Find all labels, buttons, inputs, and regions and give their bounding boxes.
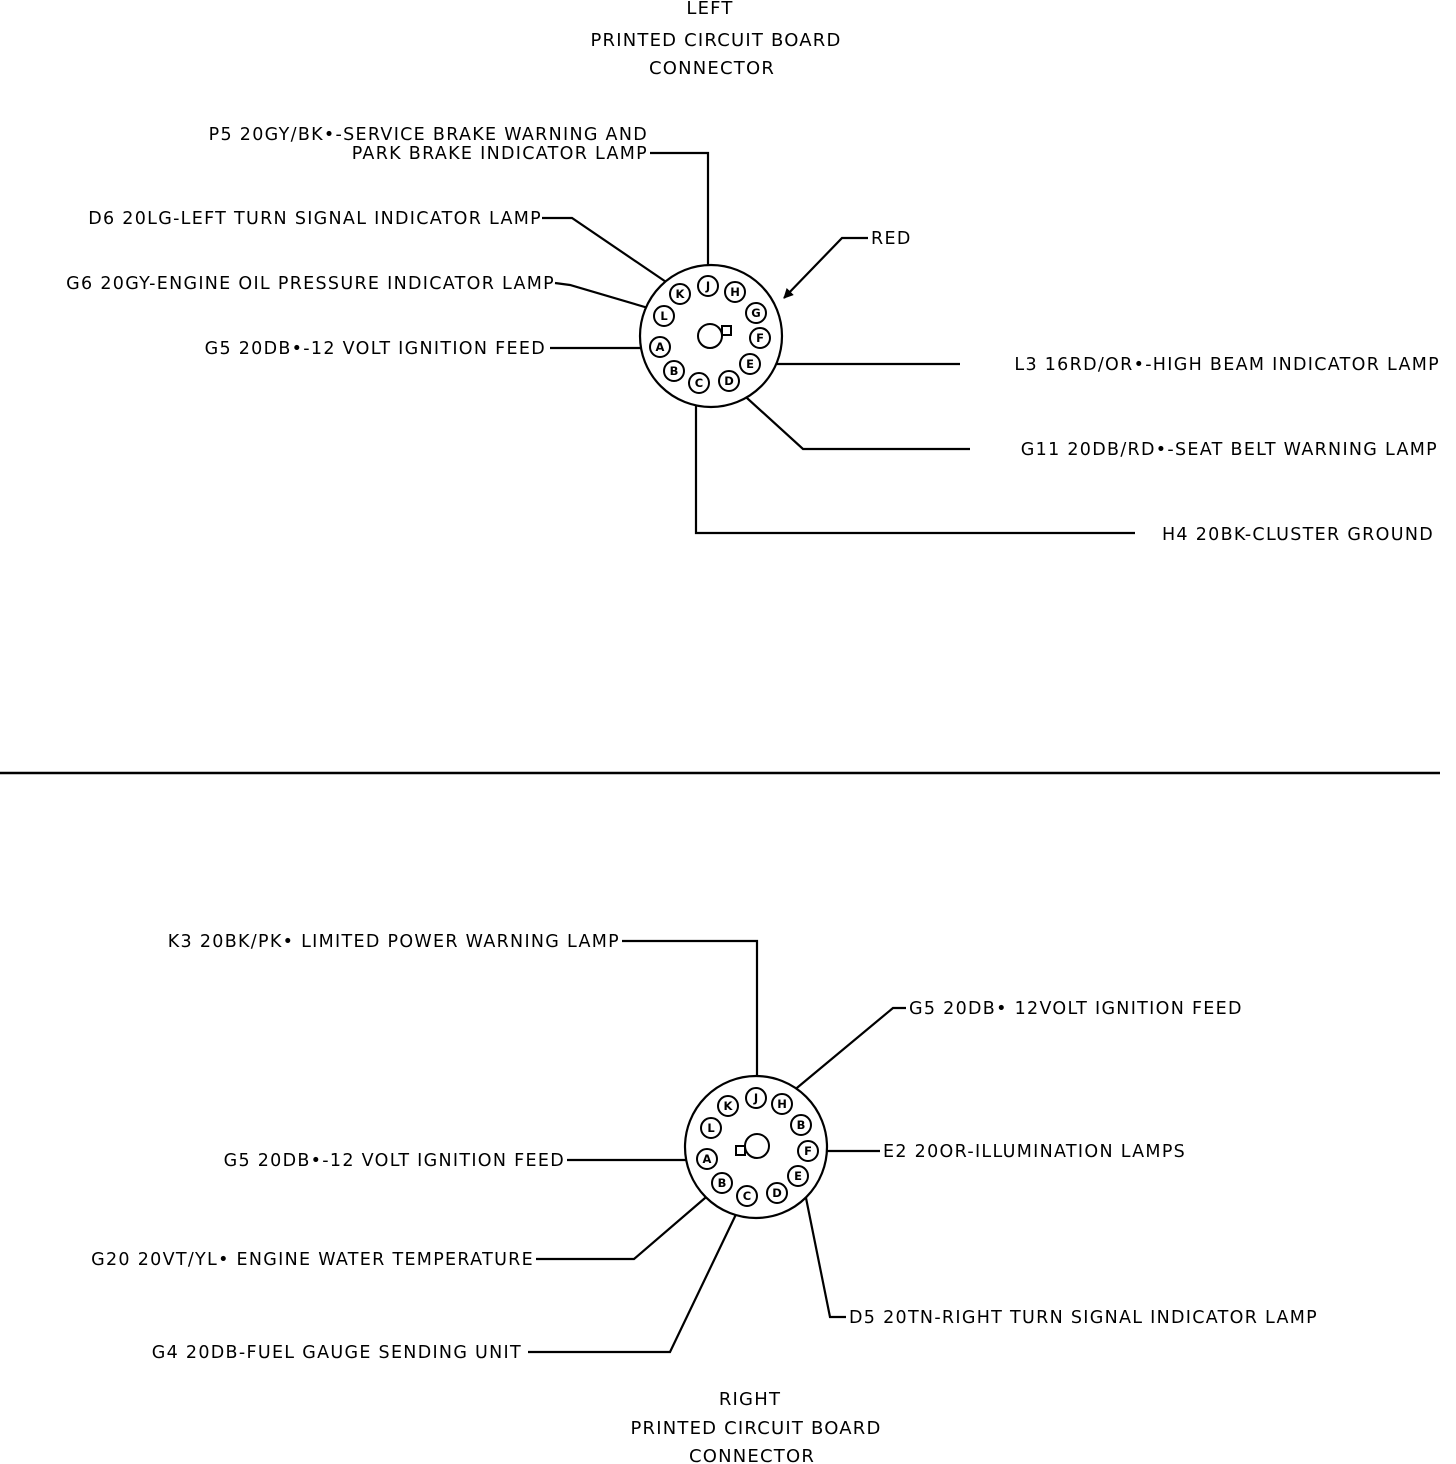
label-g4: G4 20DB-FUEL GAUGE SENDING UNIT [152, 1343, 522, 1363]
right-pin-b: B [711, 1172, 733, 1194]
svg-text:F: F [756, 331, 764, 345]
label-g5-right-left: G5 20DB•-12 VOLT IGNITION FEED [224, 1151, 565, 1171]
right-pin-c: C [736, 1185, 758, 1207]
svg-text:K: K [724, 1099, 734, 1113]
svg-text:L: L [660, 309, 668, 323]
svg-text:B: B [670, 364, 679, 378]
right-pin-d: D [766, 1182, 788, 1204]
right-leader-lines [528, 939, 906, 1354]
right-connector-section: K J H B F E D C B A L K3 20BK/PK• LIMITE… [91, 932, 1318, 1464]
svg-text:H: H [730, 285, 740, 299]
left-labels: P5 20GY/BK•-SERVICE BRAKE WARNING AND PA… [66, 125, 1440, 545]
leader-red-arrow [783, 236, 868, 299]
left-pin-l: L [653, 305, 675, 327]
label-g6: G6 20GY-ENGINE OIL PRESSURE INDICATOR LA… [66, 274, 555, 294]
right-pin-f: F [797, 1140, 819, 1162]
label-d5: D5 20TN-RIGHT TURN SIGNAL INDICATOR LAMP [849, 1308, 1318, 1328]
left-center-post [697, 323, 723, 349]
svg-text:F: F [804, 1144, 812, 1158]
svg-text:J: J [705, 279, 710, 293]
svg-text:J: J [753, 1091, 758, 1105]
right-pin-b-upper: B [790, 1114, 812, 1136]
left-title-line-3: CONNECTOR [649, 58, 775, 79]
svg-text:B: B [718, 1176, 727, 1190]
svg-text:K: K [676, 287, 686, 301]
svg-text:G: G [751, 306, 760, 320]
leader-h4 [694, 392, 1135, 535]
label-g5-left: G5 20DB•-12 VOLT IGNITION FEED [205, 339, 546, 359]
right-pin-e: E [787, 1165, 809, 1187]
leader-g6 [554, 281, 656, 312]
label-g20: G20 20VT/YL• ENGINE WATER TEMPERATURE [91, 1250, 534, 1270]
svg-text:A: A [656, 340, 665, 354]
right-center-key [735, 1145, 746, 1156]
leader-d6 [542, 216, 673, 287]
label-red: RED [871, 229, 912, 249]
right-pin-j: J [745, 1087, 767, 1109]
label-e2: E2 20OR-ILLUMINATION LAMPS [883, 1142, 1186, 1162]
left-title-line-1: LEFT [686, 0, 733, 19]
svg-text:E: E [746, 357, 754, 371]
left-pins: K J H G F E D C B A L [649, 275, 771, 394]
leader-d5 [802, 1187, 846, 1319]
left-pin-a: A [649, 336, 671, 358]
label-h4: H4 20BK-CLUSTER GROUND [1162, 525, 1434, 545]
right-labels: K3 20BK/PK• LIMITED POWER WARNING LAMP G… [91, 932, 1318, 1363]
label-p5-line-2: PARK BRAKE INDICATOR LAMP [352, 144, 648, 164]
left-title-line-2: PRINTED CIRCUIT BOARD [590, 30, 841, 51]
left-leader-lines [542, 151, 1135, 535]
label-p5-line-1: P5 20GY/BK•-SERVICE BRAKE WARNING AND [209, 125, 648, 145]
right-connector-title: RIGHT PRINTED CIRCUIT BOARD CONNECTOR [630, 1389, 881, 1464]
right-title-line-1: RIGHT [719, 1389, 781, 1410]
leader-k3 [622, 939, 759, 1086]
right-pin-l: L [700, 1117, 722, 1139]
label-g5-top: G5 20DB• 12VOLT IGNITION FEED [909, 999, 1243, 1019]
leader-p5 [650, 151, 710, 276]
svg-text:C: C [743, 1189, 751, 1203]
label-l3: L3 16RD/OR•-HIGH BEAM INDICATOR LAMP [1014, 355, 1440, 375]
left-pin-g: G [745, 302, 767, 324]
svg-text:H: H [777, 1097, 787, 1111]
left-pin-d: D [718, 370, 740, 392]
left-pin-j: J [697, 275, 719, 297]
svg-text:E: E [794, 1169, 802, 1183]
left-pin-b: B [663, 360, 685, 382]
leader-g5-top [791, 1006, 906, 1093]
label-d6: D6 20LG-LEFT TURN SIGNAL INDICATOR LAMP [88, 209, 542, 229]
svg-text:B: B [797, 1118, 806, 1132]
right-title-line-3: CONNECTOR [689, 1446, 815, 1464]
left-pin-k: K [669, 283, 691, 305]
svg-text:D: D [724, 374, 734, 388]
leader-g20 [536, 1191, 713, 1261]
left-pin-e: E [739, 353, 761, 375]
right-title-line-2: PRINTED CIRCUIT BOARD [630, 1418, 881, 1439]
right-center-post [744, 1133, 770, 1159]
right-pins: K J H B F E D C B A L [696, 1087, 819, 1207]
left-pin-h: H [724, 281, 746, 303]
left-pin-c: C [688, 372, 710, 394]
label-k3: K3 20BK/PK• LIMITED POWER WARNING LAMP [168, 932, 620, 952]
left-center-key [721, 325, 732, 336]
svg-text:C: C [695, 376, 703, 390]
right-pin-h: H [771, 1093, 793, 1115]
leader-g11 [735, 387, 970, 451]
svg-text:D: D [772, 1186, 782, 1200]
right-pin-k: K [717, 1095, 739, 1117]
svg-text:A: A [703, 1152, 712, 1166]
svg-text:L: L [707, 1121, 715, 1135]
label-g11: G11 20DB/RD•-SEAT BELT WARNING LAMP [1021, 440, 1438, 460]
right-pin-a: A [696, 1148, 718, 1170]
left-connector-section: LEFT PRINTED CIRCUIT BOARD CONNECTOR K J… [66, 0, 1440, 545]
left-connector-title: LEFT PRINTED CIRCUIT BOARD CONNECTOR [590, 0, 841, 79]
left-pin-f: F [749, 327, 771, 349]
leader-g4 [528, 1205, 741, 1354]
